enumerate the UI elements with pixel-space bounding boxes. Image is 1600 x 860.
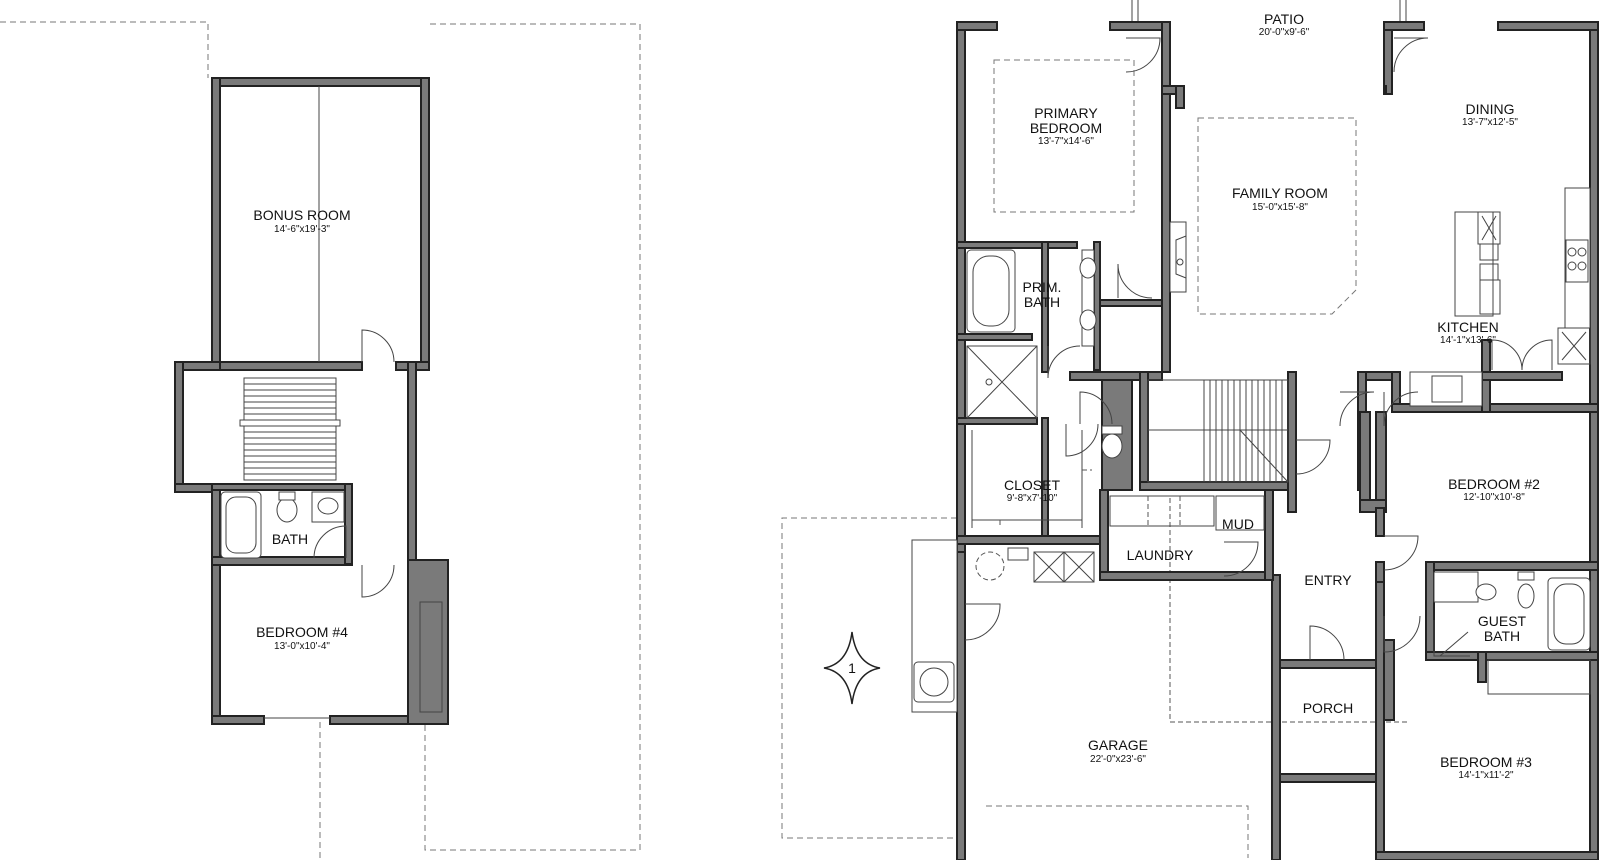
dining-dims: 13'-7"x12'-5" xyxy=(1462,117,1518,128)
garage-label: GARAGE xyxy=(1088,737,1148,753)
closet-shelves xyxy=(971,423,1099,528)
bedroom4-closet xyxy=(419,601,443,713)
patio-label: PATIO xyxy=(1264,11,1304,27)
main-doors xyxy=(964,37,1429,661)
main-room-labels: PATIO 20'-0"x9'-6" PRIMARY BEDROOM 13'-7… xyxy=(1004,11,1540,781)
primary-bedroom-tray-ceiling xyxy=(993,59,1135,213)
garage-apron-outline xyxy=(781,517,957,839)
bedroom3-label: BEDROOM #3 xyxy=(1440,754,1532,770)
bedroom4-door xyxy=(361,564,395,598)
garage-door-outline xyxy=(986,805,1249,858)
prim-bath-label-1: PRIM. xyxy=(1023,279,1062,295)
family-room-tray-ceiling xyxy=(1197,117,1357,315)
bath-door xyxy=(313,525,347,559)
dining-label: DINING xyxy=(1466,101,1515,117)
bedroom2-label: BEDROOM #2 xyxy=(1448,476,1540,492)
main-stairs xyxy=(1147,379,1289,483)
primary-bedroom-label-2: BEDROOM xyxy=(1030,120,1102,136)
patio-dims: 20'-0"x9'-6" xyxy=(1259,27,1310,38)
primary-bath-fixtures xyxy=(966,249,1123,459)
bonus-room-door xyxy=(361,329,395,363)
guest-bath-label-2: BATH xyxy=(1484,628,1520,644)
upper-walls xyxy=(174,77,449,725)
bath-label: BATH xyxy=(272,531,308,547)
upper-bath-fixtures xyxy=(220,491,345,559)
kitchen-fixtures xyxy=(1409,187,1591,407)
laundry-fixtures xyxy=(1109,495,1265,531)
bedroom2-dims: 12'-10"x10'-8" xyxy=(1463,492,1525,503)
kitchen-label: KITCHEN xyxy=(1437,319,1498,335)
main-walls xyxy=(956,21,1599,860)
roof-outline-right xyxy=(424,23,641,851)
laundry-label: LAUNDRY xyxy=(1127,547,1194,563)
prim-bath-label-2: BATH xyxy=(1024,294,1060,310)
garage-dims: 22'-0"x23'-6" xyxy=(1090,754,1146,765)
patio-posts xyxy=(1131,0,1407,22)
entry-label: ENTRY xyxy=(1304,572,1352,588)
bedroom3-closet xyxy=(1487,659,1591,695)
mud-label: MUD xyxy=(1222,516,1254,532)
guest-bath-label-1: GUEST xyxy=(1478,613,1527,629)
family-room-label: FAMILY ROOM xyxy=(1232,185,1328,201)
elevation-marker: 1 xyxy=(823,631,881,705)
kitchen-dims: 14'-1"x13'-6" xyxy=(1440,335,1496,346)
roof-outline-left xyxy=(0,21,209,78)
garage-fixtures xyxy=(911,539,1095,713)
bonus-room-dims: 14'-6"x19'-3" xyxy=(274,224,330,235)
guest-bath-fixtures xyxy=(1433,571,1591,657)
bedroom4-dims: 13'-0"x10'-4" xyxy=(274,641,330,652)
closet-label: CLOSET xyxy=(1004,477,1060,493)
main-floor-plan: 1 PATIO 20'-0"x9'-6" PRIMARY BEDROOM 13'… xyxy=(781,0,1599,860)
fireplace xyxy=(1169,221,1187,293)
bonus-room-label: BONUS ROOM xyxy=(253,207,350,223)
porch-roof-outline xyxy=(1169,498,1408,723)
upper-stairs xyxy=(239,377,341,481)
primary-bedroom-dims: 13'-7"x14'-6" xyxy=(1038,136,1094,147)
bedroom4-label: BEDROOM #4 xyxy=(256,624,348,640)
porch-label: PORCH xyxy=(1303,700,1354,716)
primary-bedroom-label-1: PRIMARY xyxy=(1034,105,1098,121)
family-room-dims: 15'-0"x15'-8" xyxy=(1252,202,1308,213)
elevation-marker-label: 1 xyxy=(848,660,856,676)
upper-floor-plan: BONUS ROOM 14'-6"x19'-3" BATH BEDROOM #4… xyxy=(0,21,641,858)
closet-dims: 9'-8"x7'-10" xyxy=(1007,493,1058,504)
bedroom3-dims: 14'-1"x11'-2" xyxy=(1458,770,1514,781)
